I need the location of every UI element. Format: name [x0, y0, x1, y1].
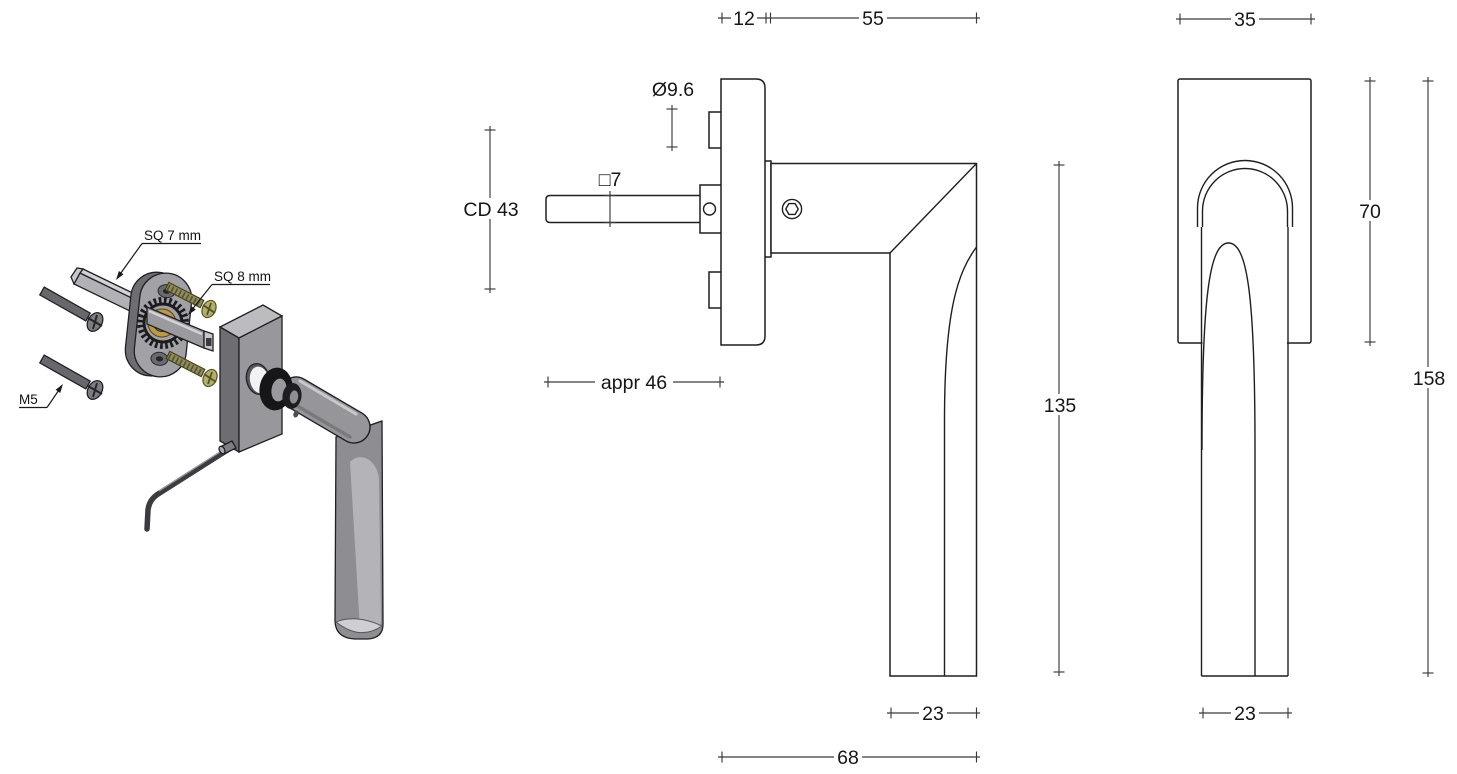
- neck-dome-inner: [1201, 167, 1289, 227]
- tapping-screw-lower: [165, 350, 218, 388]
- m5-screw-upper: [38, 286, 104, 333]
- dim-rose-height: 70: [1355, 77, 1385, 346]
- clip-bottom: [708, 271, 723, 309]
- dim-grip-width-front: 23: [1199, 703, 1292, 725]
- dim-neck-to-grip-text: 55: [862, 8, 884, 30]
- dim-center-distance-text: CD 43: [463, 199, 518, 221]
- grip-front: [1200, 227, 1289, 677]
- dim-total-projection: 68: [718, 747, 980, 769]
- handle-neck: [279, 376, 371, 444]
- grip-inner-curve-front: [1201, 242, 1256, 676]
- dim-grip-width-side: 23: [887, 703, 980, 725]
- dim-neck-to-grip: 55: [769, 8, 980, 30]
- dim-spindle-length: appr 46: [544, 371, 724, 394]
- handle-grip-3d: [334, 420, 384, 640]
- adapter-label-text: SQ 8 mm: [214, 269, 271, 284]
- dim-spindle-square: □7: [599, 169, 622, 227]
- allen-key: [144, 444, 235, 532]
- clip-top: [708, 111, 723, 149]
- grub-screw: [218, 440, 237, 455]
- tapping-screw-upper: [164, 281, 217, 319]
- dim-rose-height-text: 70: [1359, 201, 1381, 223]
- handle-side-outline: [770, 162, 978, 677]
- grip-mask: [1202, 336, 1287, 350]
- grip-inner-curve-side: [943, 246, 978, 676]
- dim-center-distance: CD 43: [458, 126, 524, 293]
- hex-set-screw: [781, 198, 803, 220]
- neck-dome-outer: [1196, 159, 1294, 227]
- dim-spindle-length-text: appr 46: [601, 372, 667, 394]
- dim-grip-width-front-text: 23: [1234, 703, 1256, 725]
- sq8-adapter: [146, 306, 214, 352]
- label-adapter-sq8: SQ 8 mm: [188, 269, 271, 315]
- miter-line: [889, 163, 978, 254]
- dim-clip-diameter-text: Ø9.6: [652, 79, 694, 101]
- dim-spindle-square-text: □7: [599, 169, 622, 191]
- dim-rose-depth-text: 12: [733, 8, 755, 30]
- label-m5: M5: [19, 384, 63, 409]
- spindle-bar: [70, 267, 142, 313]
- spindle-label-text: SQ 7 mm: [144, 228, 201, 243]
- m5-label-text: M5: [19, 392, 38, 407]
- rose-side: [720, 78, 766, 346]
- dim-handle-height: 135: [1039, 161, 1081, 676]
- dim-rose-depth: 12: [718, 8, 770, 30]
- dim-handle-height-text: 135: [1044, 395, 1077, 417]
- label-spindle-sq7: SQ 7 mm: [116, 228, 201, 280]
- exploded-view: SQ 7 mm SQ 8 mm M5: [19, 228, 384, 640]
- dim-total-length: 158: [1407, 77, 1451, 677]
- rose-block: [218, 304, 284, 454]
- m5-screw-lower: [38, 354, 104, 401]
- dim-total-length-text: 158: [1413, 368, 1446, 390]
- spindle-side: [545, 194, 703, 224]
- dim-clip-diameter: Ø9.6: [652, 79, 694, 151]
- o-ring-small: [282, 383, 302, 409]
- dim-rose-width: 35: [1176, 9, 1315, 31]
- dim-grip-width-side-text: 23: [922, 703, 944, 725]
- front-view: 35 70 158 23: [1176, 9, 1451, 725]
- dim-rose-width-text: 35: [1234, 9, 1256, 31]
- side-view: 12 55 Ø9.6 □7 CD 4: [458, 8, 1081, 769]
- guide-screw-hole: [702, 202, 717, 216]
- dim-total-projection-text: 68: [837, 747, 859, 769]
